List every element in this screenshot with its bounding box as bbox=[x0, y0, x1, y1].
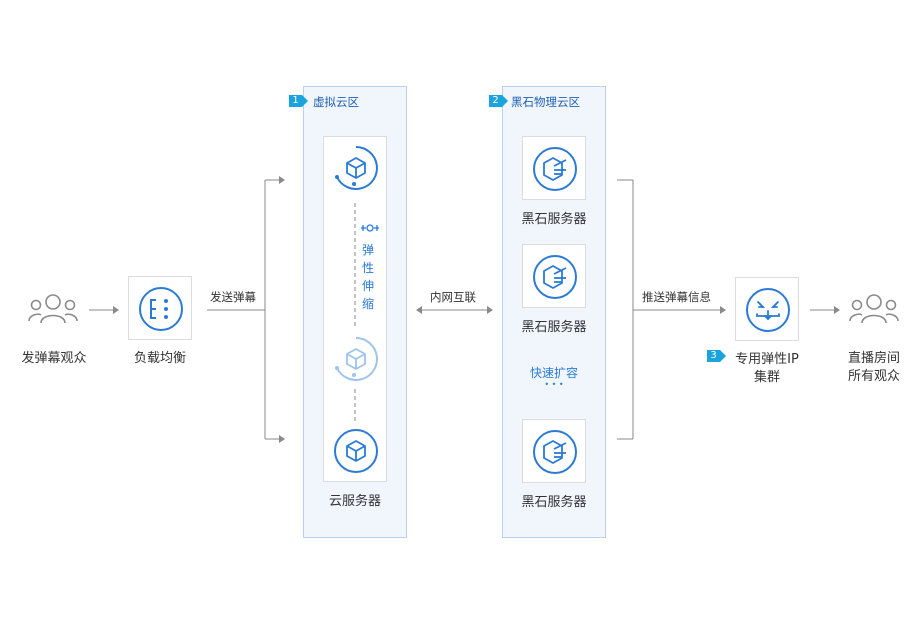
cloud-server-label: 云服务器 bbox=[328, 494, 381, 509]
expand-ellipsis: • • • bbox=[544, 380, 564, 389]
elastic-char-2: 性 bbox=[362, 261, 375, 275]
elastic-scaling-icon bbox=[361, 224, 379, 232]
blackstone-server-icon bbox=[533, 255, 577, 299]
audience-right-group: 直播房间 所有观众 bbox=[836, 290, 912, 386]
elastic-char-1: 弹 bbox=[362, 243, 375, 257]
send-danmaku-label: 发送弹幕 bbox=[210, 290, 256, 304]
users-icon bbox=[28, 294, 78, 324]
cloud-server-stack[interactable]: 弹 性 伸 缩 bbox=[323, 136, 387, 482]
blackstone-server-label-3: 黑石服务器 bbox=[521, 495, 587, 510]
load-balancer-label: 负载均衡 bbox=[133, 351, 186, 366]
blackstone-server-label-2: 黑石服务器 bbox=[521, 320, 587, 335]
blackstone-server-2[interactable] bbox=[522, 244, 586, 308]
elastic-char-4: 缩 bbox=[362, 297, 375, 311]
cloud-server-icon-bottom bbox=[334, 429, 378, 473]
users-icon bbox=[849, 294, 899, 324]
eip-cluster-icon bbox=[746, 288, 790, 332]
load-balancer-icon bbox=[139, 287, 183, 331]
elastic-char-3: 伸 bbox=[362, 279, 375, 293]
blackstone-server-1[interactable] bbox=[522, 136, 586, 200]
audience-left-label: 发弹幕观众 bbox=[21, 351, 87, 366]
load-balancer-node[interactable] bbox=[128, 276, 192, 340]
zone-badge-2: 2 bbox=[489, 95, 508, 107]
cloud-server-icon bbox=[335, 146, 378, 190]
audience-right-label-2: 所有观众 bbox=[847, 369, 900, 384]
quick-expand-label: 快速扩容 bbox=[529, 366, 578, 380]
eip-badge-3: 3 bbox=[707, 350, 726, 362]
virtual-zone-title: 虚拟云区 bbox=[313, 95, 359, 109]
audience-right-label-1: 直播房间 bbox=[847, 351, 900, 366]
eip-cluster-label-1: 专用弹性IP bbox=[735, 352, 799, 367]
audience-left-group: 发弹幕观众 bbox=[14, 290, 94, 370]
blackstone-server-icon bbox=[533, 430, 577, 474]
eip-cluster-node[interactable] bbox=[735, 277, 799, 341]
zone-badge-1: 1 bbox=[289, 95, 308, 107]
blackstone-server-3[interactable] bbox=[522, 419, 586, 483]
intranet-label: 内网互联 bbox=[430, 290, 476, 304]
eip-cluster-label-2: 集群 bbox=[753, 370, 780, 385]
blackstone-server-label-1: 黑石服务器 bbox=[521, 212, 587, 227]
push-label: 推送弹幕信息 bbox=[642, 290, 711, 304]
blackstone-zone-title: 黑石物理云区 bbox=[511, 95, 580, 109]
cloud-server-scaling-icon bbox=[335, 337, 378, 381]
elastic-dashed-line bbox=[354, 203, 356, 423]
blackstone-server-icon bbox=[533, 147, 577, 191]
